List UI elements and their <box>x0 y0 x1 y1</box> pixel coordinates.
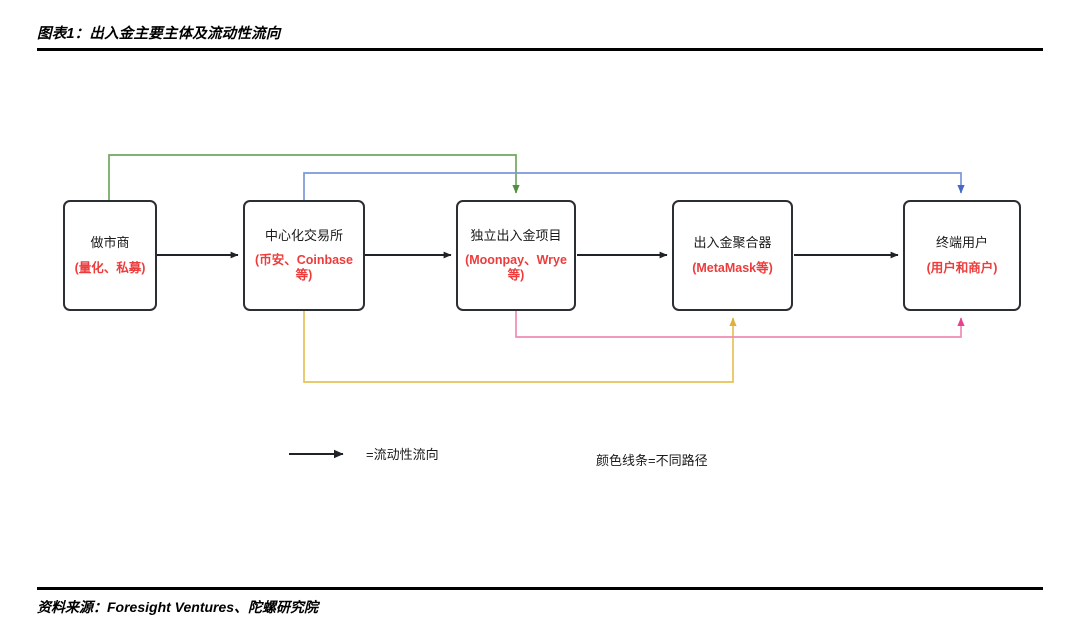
arrow-icon <box>289 449 344 458</box>
legend-color-label: 颜色线条=不同路径 <box>596 453 708 468</box>
node-market-maker[interactable]: 做市商 (量化、私募) <box>63 200 157 311</box>
node-onramp-project[interactable]: 独立出入金项目 (Moonpay、Wrye 等) <box>456 200 576 311</box>
edge-mm-to-onramp-green <box>108 154 520 200</box>
edge-cex-to-agg-gold <box>303 311 737 383</box>
node-title: 中心化交易所 <box>264 227 343 243</box>
node-title: 终端用户 <box>935 235 988 251</box>
source-note: 资料来源：Foresight Ventures、陀螺研究院 <box>37 599 319 615</box>
footer-divider <box>37 587 1043 590</box>
node-subtitle: (用户和商户) <box>926 260 998 275</box>
node-title: 独立出入金项目 <box>470 227 562 243</box>
node-title: 做市商 <box>90 235 130 251</box>
node-end-user[interactable]: 终端用户 (用户和商户) <box>903 200 1021 311</box>
chart-header: 图表1：出入金主要主体及流动性流向 <box>37 22 1043 43</box>
node-subtitle: (Moonpay、Wrye 等) <box>465 252 567 283</box>
legend: =流动性流向 颜色线条=不同路径 <box>288 444 728 474</box>
node-subtitle: (币安、Coinbase等) <box>255 252 353 283</box>
edge-onramp-to-user-pink <box>515 311 965 338</box>
legend-item-flow: =流动性流向 <box>288 444 439 463</box>
node-centralized-exchange[interactable]: 中心化交易所 (币安、Coinbase等) <box>243 200 365 311</box>
node-subtitle: (MetaMask等) <box>692 260 773 275</box>
node-onramp-aggregator[interactable]: 出入金聚合器 (MetaMask等) <box>672 200 793 311</box>
node-subtitle: (量化、私募) <box>74 260 146 275</box>
header-divider <box>37 48 1043 51</box>
page-title: 图表1：出入金主要主体及流动性流向 <box>37 26 281 42</box>
edge-cex-to-user-blue <box>303 172 965 200</box>
legend-flow-label: =流动性流向 <box>366 447 439 462</box>
node-title: 出入金聚合器 <box>693 235 772 251</box>
